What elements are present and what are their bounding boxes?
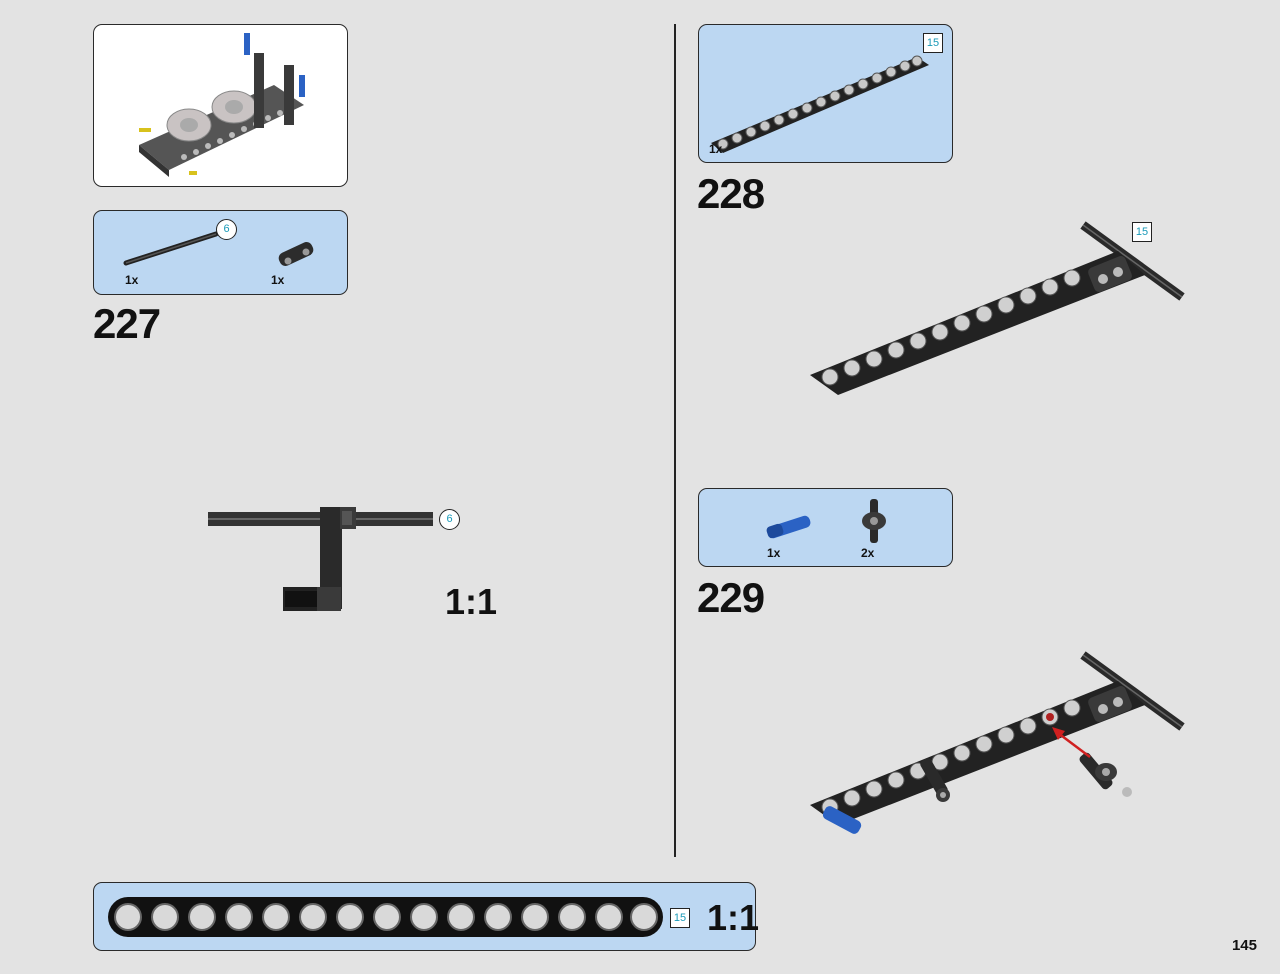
beam-part-image: [711, 55, 929, 153]
connector-part-image: [278, 242, 314, 266]
column-divider: [674, 24, 676, 857]
axle-part-image: [123, 231, 219, 266]
bottom-beam-length-label: 15: [670, 908, 690, 928]
assembly-228-length-label: 15: [1132, 222, 1152, 242]
parts-list-227: 6 1x 1x: [93, 210, 348, 295]
beam-quantity: 1x: [709, 142, 723, 156]
beam-1to1-drawing: [108, 897, 663, 937]
blue-pin-quantity: 1x: [767, 546, 781, 560]
previous-assembly-image: [139, 33, 305, 177]
step-229-assembly: [810, 651, 1185, 834]
parts-list-228: 15 1x: [698, 24, 953, 163]
page-number: 145: [1231, 937, 1257, 954]
blue-pin-part-image: [766, 515, 811, 539]
scale-axle-length-label: 6: [439, 509, 460, 530]
axle-length-label: 6: [216, 219, 237, 240]
black-connector-quantity: 2x: [861, 546, 875, 560]
bottom-scale-callout: 15 1:1: [93, 882, 760, 951]
step-number-229: 229: [697, 574, 765, 621]
bottom-scale-label: 1:1: [707, 897, 760, 938]
beam-length-label: 15: [923, 33, 943, 53]
previous-step-preview: [93, 24, 348, 187]
step-number-227: 227: [93, 300, 161, 347]
axle-scale-drawing: [208, 507, 433, 611]
scale-label-227: 1:1: [445, 581, 498, 622]
parts-list-229: 1x 2x: [698, 488, 953, 567]
axle-quantity: 1x: [125, 273, 139, 287]
step-228-assembly: [810, 221, 1185, 395]
step-number-228: 228: [697, 170, 765, 217]
black-connector-part-image: [862, 499, 886, 543]
connector-quantity: 1x: [271, 273, 285, 287]
